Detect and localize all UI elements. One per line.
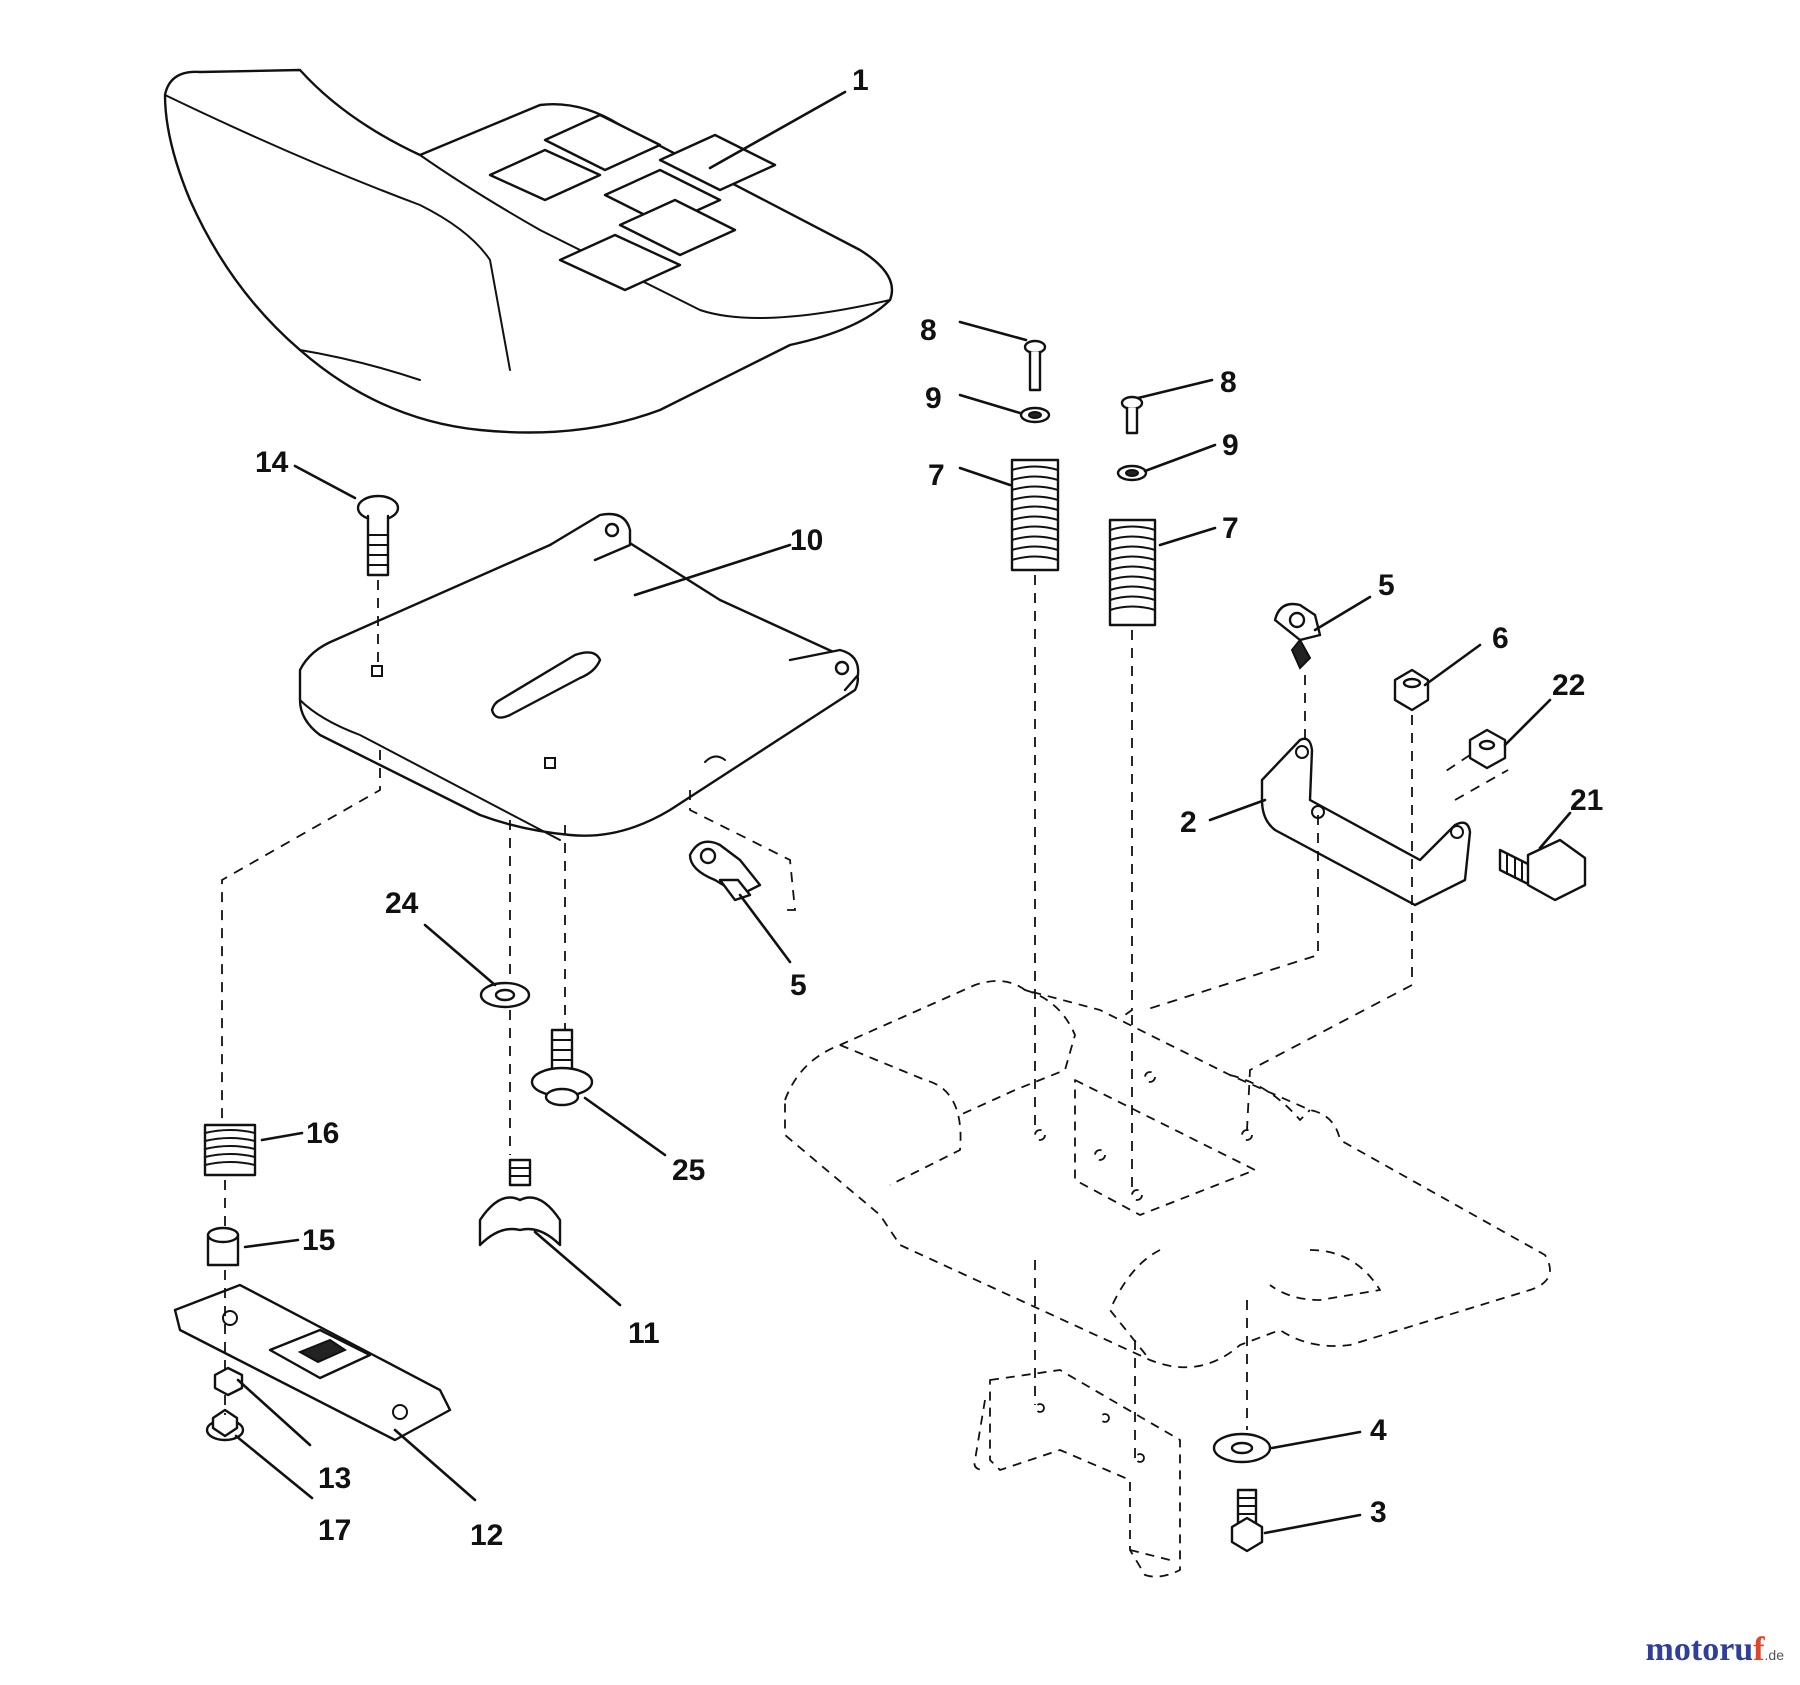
watermark-main: motoru: [1645, 1631, 1754, 1668]
flange-nut: [205, 1408, 245, 1442]
watermark-suffix: .de: [1764, 1647, 1784, 1663]
callout-7-left: 7: [928, 459, 945, 492]
hex-bolt: [1498, 838, 1587, 902]
callout-8-left: 8: [920, 314, 937, 347]
callout-8-right: 8: [1220, 366, 1237, 399]
seat: [163, 68, 894, 434]
callout-4: 4: [1370, 1414, 1387, 1447]
callout-3: 3: [1370, 1496, 1387, 1529]
hex-nut: [1468, 728, 1507, 770]
adjustment-knob: [478, 1158, 562, 1247]
callout-15: 15: [302, 1224, 335, 1257]
watermark-accent: f: [1753, 1631, 1765, 1668]
frame-bolt: [1230, 1488, 1264, 1553]
seat-bracket: [1260, 737, 1472, 907]
callout-9-right: 9: [1222, 429, 1239, 462]
callout-11: 11: [628, 1317, 660, 1350]
callout-13: 13: [318, 1462, 351, 1495]
callouts: 1 10 14 5 24 25 11 16 15 12 13 17 8 9 7 …: [255, 64, 1603, 1552]
spring-stack-right: [1108, 395, 1157, 627]
seat-switch-clip-left: [688, 840, 762, 902]
brand-watermark: motoruf.de: [1646, 1631, 1784, 1669]
seat-pan: [298, 512, 860, 841]
assembly-lines: [221, 575, 1509, 1465]
carriage-bolt: [356, 494, 400, 577]
leader-lines: [234, 90, 1572, 1535]
callout-17: 17: [318, 1514, 351, 1547]
callout-1: 1: [852, 64, 869, 97]
hex-nut-small: [213, 1366, 244, 1397]
callout-14: 14: [255, 446, 289, 479]
seat-switch-clip-right: [1273, 602, 1322, 670]
flat-washer: [479, 981, 531, 1009]
callout-10: 10: [790, 524, 823, 557]
flat-washer-frame: [1212, 1432, 1272, 1464]
callout-5-right: 5: [1378, 569, 1395, 602]
compression-spring-small: [203, 1123, 257, 1177]
callout-2: 2: [1180, 806, 1197, 839]
callout-9-left: 9: [925, 382, 942, 415]
callout-22: 22: [1552, 669, 1585, 702]
spring-stack-left: [1010, 339, 1060, 572]
callout-12: 12: [470, 1519, 503, 1552]
callout-24: 24: [385, 887, 419, 920]
callout-21: 21: [1570, 784, 1603, 817]
adjustment-plate: [173, 1283, 452, 1442]
callout-6: 6: [1492, 622, 1509, 655]
callout-5-left: 5: [790, 969, 807, 1002]
callout-16: 16: [306, 1117, 339, 1150]
shoulder-bolt: [530, 1028, 594, 1107]
callout-25: 25: [672, 1154, 705, 1187]
tractor-frame-outline: [784, 980, 1551, 1578]
spacer: [206, 1226, 240, 1267]
callout-7-right: 7: [1222, 512, 1239, 545]
lock-nut: [1393, 668, 1430, 712]
